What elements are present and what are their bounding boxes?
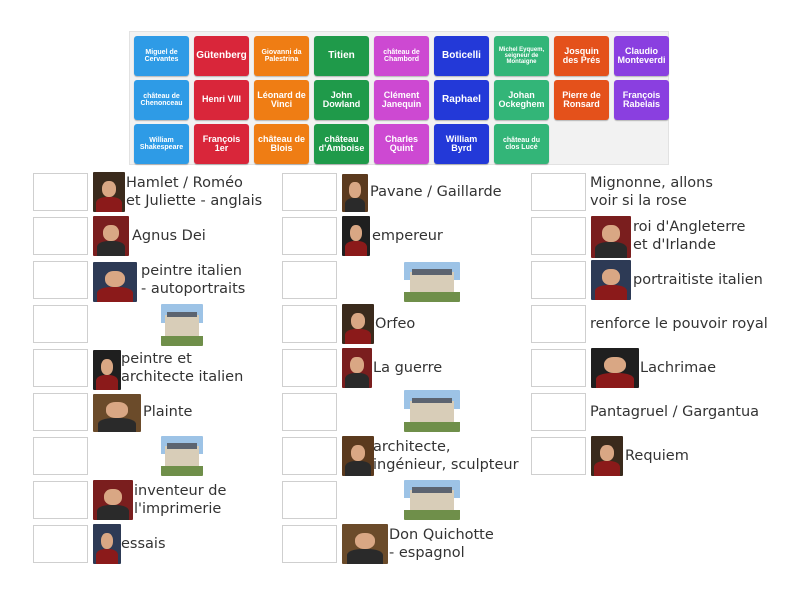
clue-text: Plainte [143,404,193,420]
drop-slot[interactable] [33,261,88,299]
montaigne-portrait [93,524,121,564]
botticelli-portrait [93,262,137,302]
titien-portrait [591,260,631,300]
answer-tile[interactable]: Boticelli [434,36,489,76]
clue-text: Don Quichotte - espagnol [389,527,494,561]
answer-tile[interactable]: Raphael [434,80,489,120]
clue-text: Pantagruel / Gargantua [590,404,760,420]
answer-tile[interactable]: château de Blois [254,124,309,164]
raphael-portrait [93,350,121,390]
drop-slot[interactable] [282,437,337,475]
answer-tile[interactable]: John Dowland [314,80,369,120]
drop-slot[interactable] [531,393,586,431]
chenonceau-photo [161,436,203,476]
answer-tile[interactable]: Johan Ockeghem [494,80,549,120]
drop-slot[interactable] [33,217,88,255]
clue-text: Pavane / Gaillarde [370,184,502,200]
palestrina-portrait [342,348,372,388]
drop-slot[interactable] [282,349,337,387]
answer-tile[interactable]: Pierre de Ronsard [554,80,609,120]
clue-text: empereur [372,228,443,244]
castle-photo [161,304,203,346]
clue-text: renforce le pouvoir royal [590,316,768,332]
drop-slot[interactable] [282,173,337,211]
charles-quint-portrait [342,216,370,256]
janequin-portrait [93,394,141,432]
composer-portrait [93,216,129,256]
answer-tile[interactable]: Gütenberg [194,36,249,76]
answer-tile[interactable]: Miguel de Cervantes [134,36,189,76]
drop-slot[interactable] [33,437,88,475]
drop-slot[interactable] [33,305,88,343]
drop-slot[interactable] [282,481,337,519]
answer-tile[interactable]: château de Chambord [374,36,429,76]
clos-luce-photo [404,390,460,432]
amboise-photo [404,480,460,520]
drop-slot[interactable] [531,437,586,475]
clue-text: Mignonne, allons voir si la rose [590,175,713,209]
drop-slot[interactable] [33,393,88,431]
drop-slot[interactable] [33,481,88,519]
clue-text: Requiem [625,448,689,464]
drop-slot[interactable] [282,305,337,343]
drop-slot[interactable] [531,305,586,343]
drop-slot[interactable] [531,261,586,299]
answer-tile[interactable]: château d'Amboise [314,124,369,164]
clue-text: roi d'Angleterre et d'Irlande [633,219,746,253]
answer-tile[interactable]: François Rabelais [614,80,669,120]
gutenberg-engraving [93,480,133,520]
answer-tile[interactable]: Michel Eyquem, seigneur de Montaigne [494,36,549,76]
henri-viii-portrait [591,216,631,258]
dowland-portrait [591,348,639,388]
drop-slot[interactable] [33,525,88,563]
clue-text: essais [121,536,166,552]
answer-tile[interactable]: William Shakespeare [134,124,189,164]
drop-slot[interactable] [282,217,337,255]
clue-text: La guerre [373,360,443,376]
drop-slot[interactable] [282,525,337,563]
drop-slot[interactable] [531,173,586,211]
clue-text: Agnus Dei [132,228,206,244]
clue-text: portraitiste italien [633,272,763,288]
answer-tile[interactable]: Titien [314,36,369,76]
answer-tile[interactable]: Henri VIII [194,80,249,120]
answer-tile[interactable]: Clément Janequin [374,80,429,120]
answer-tile[interactable]: Giovanni da Palestrina [254,36,309,76]
clue-text: Lachrimae [640,360,717,376]
monteverdi-portrait [342,304,374,344]
clue-text: inventeur de l'imprimerie [134,483,227,517]
answer-tile[interactable]: château de Chenonceau [134,80,189,120]
answer-tile[interactable]: Josquin des Prés [554,36,609,76]
clue-text: Hamlet / Roméo et Juliette - anglais [126,175,263,209]
answer-tile[interactable]: Claudio Monteverdi [614,36,669,76]
byrd-portrait [342,174,368,212]
drop-slot[interactable] [531,217,586,255]
drop-slot[interactable] [33,349,88,387]
drop-slot[interactable] [33,173,88,211]
answer-tile[interactable]: William Byrd [434,124,489,164]
clue-text: peintre et architecte italien [121,351,244,385]
drop-slot[interactable] [282,261,337,299]
drop-slot[interactable] [282,393,337,431]
answer-tile[interactable]: François 1er [194,124,249,164]
clue-text: Orfeo [375,316,416,332]
drop-slot[interactable] [531,349,586,387]
shakespeare-portrait [93,172,125,212]
answer-tile[interactable]: Charles Quint [374,124,429,164]
clue-text: peintre italien - autoportraits [141,263,246,297]
clue-text: architecte, ingénieur, sculpteur [373,439,519,473]
chambord-photo [404,262,460,302]
cervantes-portrait [342,524,388,564]
answer-tile[interactable]: château du clos Lucé [494,124,549,164]
leonardo-portrait [342,436,374,476]
answer-tile[interactable]: Léonard de Vinci [254,80,309,120]
ockeghem-portrait [591,436,623,476]
